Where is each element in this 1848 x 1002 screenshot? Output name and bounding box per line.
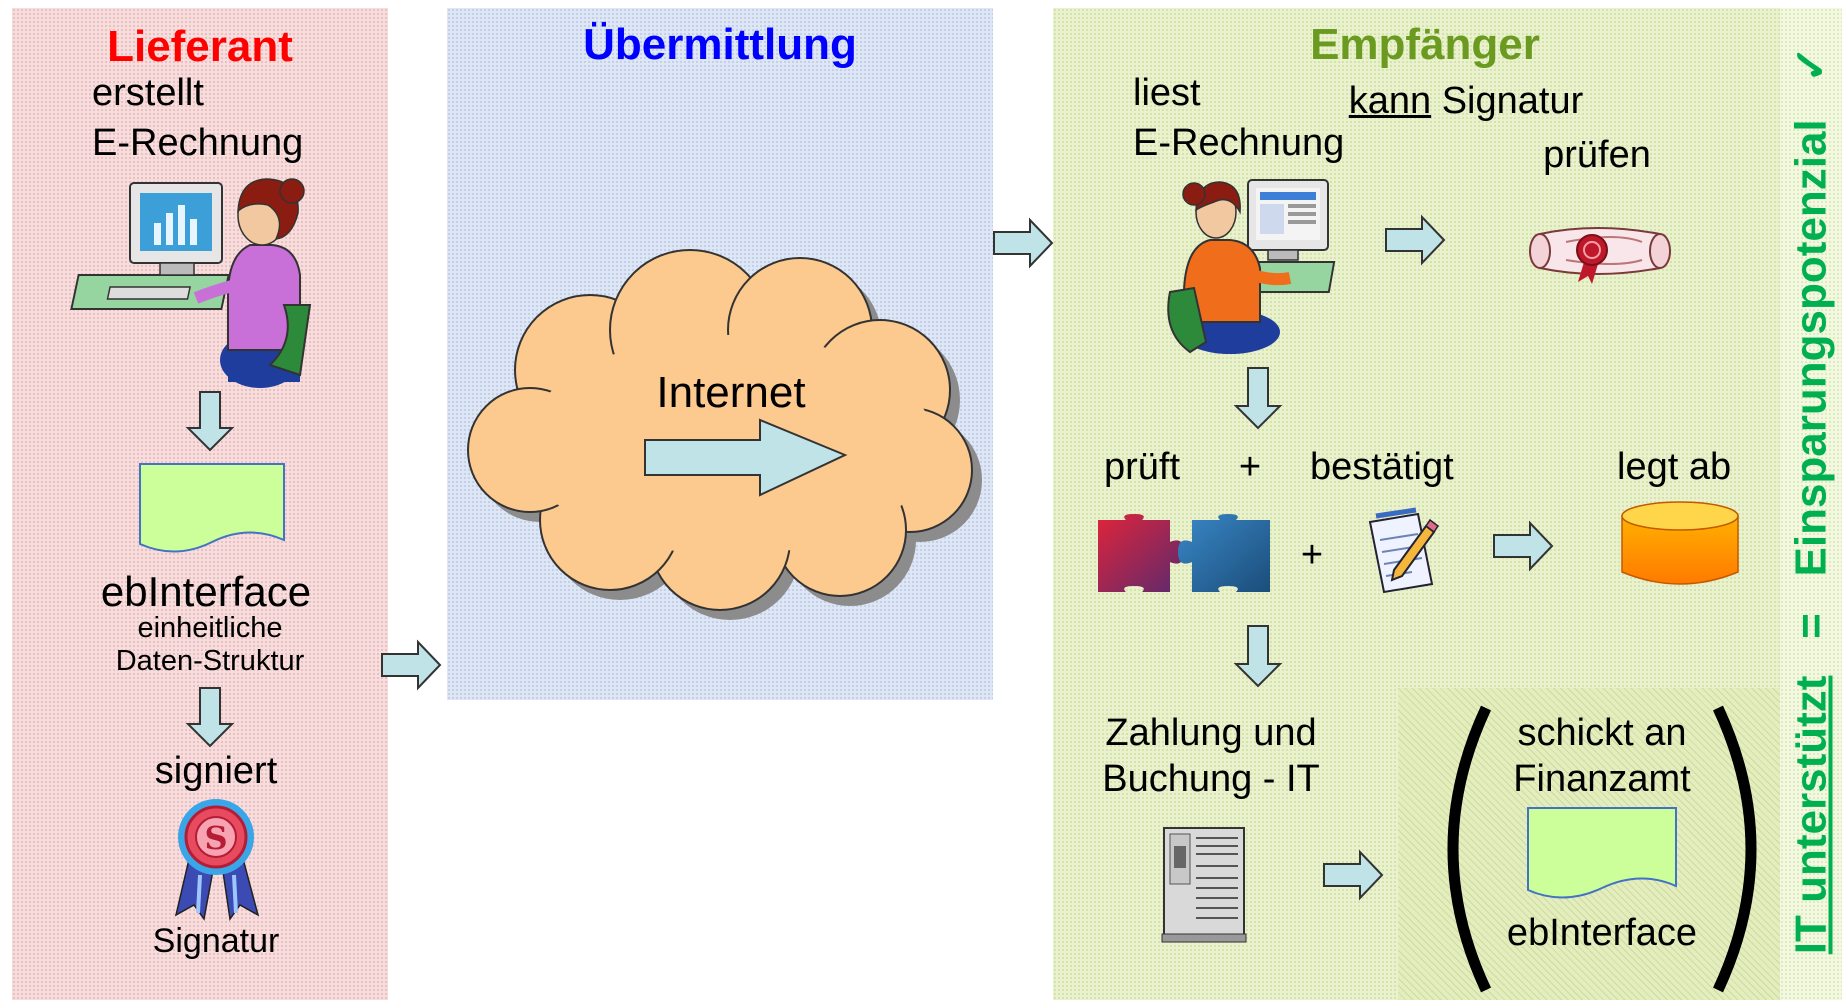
payment-line1: Zahlung und [1105,712,1317,754]
lieferant-title: Lieferant [107,22,293,71]
plus-sign: + [1238,446,1262,488]
plus-sign: + [1300,534,1324,576]
signature-check-emphasis: kann [1348,80,1432,122]
signed-scroll-icon [1529,227,1671,284]
right-arrow-icon [1493,520,1554,572]
empfaenger-read-line2: E-Rechnung [1133,122,1345,164]
left-parenthesis [1447,705,1491,993]
right-parenthesis [1713,705,1757,993]
document-icon [1527,807,1677,899]
lieferant-action-line1: erstellt [92,72,204,114]
empfaenger-read-line1: liest [1133,72,1201,114]
signature-seal-icon: S [174,799,260,921]
it-supported-text: IT unterstützt [1786,675,1836,955]
bestaetigt-label: bestätigt [1310,446,1454,488]
server-icon [1161,827,1247,943]
signature-check-line1: kann Signatur [1349,80,1584,123]
woman-computer-icon [70,178,312,388]
equals-sign: = [1786,613,1836,639]
notepad-pencil-icon [1368,507,1440,594]
ebinterface-desc-line2: Daten-Struktur [115,645,305,677]
right-arrow-icon [1385,214,1446,266]
finanzamt-line2: Finanzamt [1513,758,1691,800]
lieferant-action-line2: E-Rechnung [92,122,304,164]
svg-text:S: S [204,819,227,857]
internet-cloud-icon [467,249,982,620]
payment-line2: Buchung - IT [1102,758,1320,800]
puzzle-pieces-icon [1098,514,1270,592]
down-arrow-icon [185,391,235,452]
uebermittlung-title: Übermittlung [583,20,857,69]
ebinterface-desc-line1: einheitliche [137,612,283,644]
right-arrow-icon [381,639,442,691]
document-icon [139,463,285,553]
down-arrow-icon [1233,625,1283,688]
empfaenger-title: Empfänger [1310,20,1540,69]
it-savings-vertical-text: IT unterstützt = Einsparungspotenzial ✓ [1786,46,1837,954]
signiert-label: signiert [154,750,278,792]
database-archive-icon [1621,501,1739,585]
checkmark-icon: ✓ [1786,45,1836,83]
down-arrow-icon [1233,367,1283,430]
it-sidebar-panel [1780,8,1842,1000]
finanzamt-subpanel [1398,688,1780,1000]
woman-computer-icon [1167,179,1336,354]
signature-check-line2: prüfen [1543,134,1651,176]
finanzamt-line1: schickt an [1517,712,1687,754]
ebinterface-label: ebInterface [100,568,312,615]
internet-label: Internet [656,368,806,417]
down-arrow-icon [185,687,235,748]
signature-check-rest: Signatur [1431,80,1584,122]
legt-ab-label: legt ab [1617,446,1732,488]
finanzamt-format-label: ebInterface [1506,912,1698,954]
right-arrow-icon [993,217,1054,269]
right-arrow-icon [1323,849,1384,901]
signatur-caption: Signatur [152,922,280,960]
savings-potential-text: Einsparungspotenzial [1786,119,1836,577]
prueft-label: prüft [1104,446,1181,488]
